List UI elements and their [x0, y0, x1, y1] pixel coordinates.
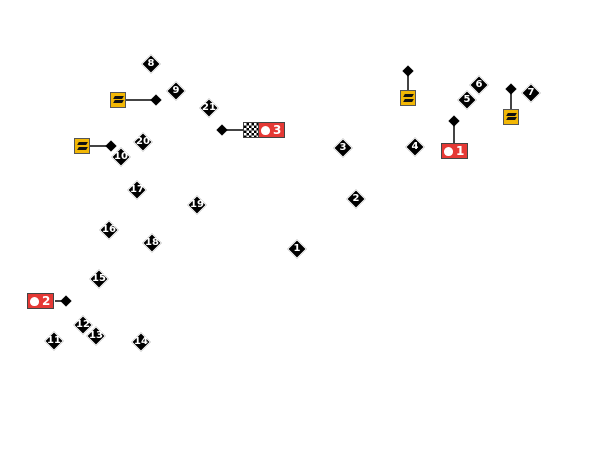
checkered-flag-icon — [243, 122, 259, 138]
waypoint-9[interactable]: 9 — [166, 81, 186, 101]
station-3[interactable]: 3 — [258, 122, 286, 138]
connector-line — [510, 89, 512, 110]
anchor-diamond[interactable] — [150, 94, 162, 106]
anchor-diamond[interactable] — [402, 65, 414, 77]
anchor-diamond[interactable] — [448, 115, 460, 127]
waypoint-3[interactable]: 3 — [333, 138, 353, 158]
waypoint-20[interactable]: 20 — [133, 132, 153, 152]
waypoint-13[interactable]: 13 — [86, 326, 106, 346]
waypoint-12[interactable]: 12 — [73, 315, 93, 335]
waypoint-5[interactable]: 5 — [457, 90, 477, 110]
waypoint-10[interactable]: 10 — [111, 147, 131, 167]
waypoint-6[interactable]: 6 — [469, 75, 489, 95]
connector-line — [126, 99, 156, 101]
waypoint-8[interactable]: 8 — [141, 54, 161, 74]
waypoint-15[interactable]: 15 — [89, 269, 109, 289]
waypoint-21[interactable]: 21 — [199, 98, 219, 118]
stripes-icon[interactable] — [74, 138, 90, 154]
stripes-icon[interactable] — [400, 90, 416, 106]
waypoint-19[interactable]: 19 — [187, 195, 207, 215]
waypoint-14[interactable]: 14 — [131, 332, 151, 352]
anchor-diamond[interactable] — [60, 295, 72, 307]
connector-line — [90, 145, 111, 147]
waypoint-2[interactable]: 2 — [346, 189, 366, 209]
connector-line — [222, 129, 244, 131]
waypoint-17[interactable]: 17 — [127, 180, 147, 200]
connector-line — [407, 71, 409, 91]
anchor-diamond[interactable] — [505, 83, 517, 95]
station-1[interactable]: 1 — [441, 143, 469, 159]
waypoint-18[interactable]: 18 — [142, 233, 162, 253]
flame-icon — [261, 126, 270, 135]
layers-icon[interactable] — [503, 109, 519, 125]
waypoint-11[interactable]: 11 — [44, 331, 64, 351]
station-2[interactable]: 2 — [27, 293, 55, 309]
connector-line — [453, 121, 455, 143]
waypoint-7[interactable]: 7 — [521, 83, 541, 103]
waypoint-16[interactable]: 16 — [99, 220, 119, 240]
flame-icon — [444, 147, 453, 156]
anchor-diamond[interactable] — [216, 124, 228, 136]
waypoint-1[interactable]: 1 — [287, 239, 307, 259]
waypoint-4[interactable]: 4 — [405, 137, 425, 157]
flame-icon — [30, 297, 39, 306]
layers-icon[interactable] — [110, 92, 126, 108]
